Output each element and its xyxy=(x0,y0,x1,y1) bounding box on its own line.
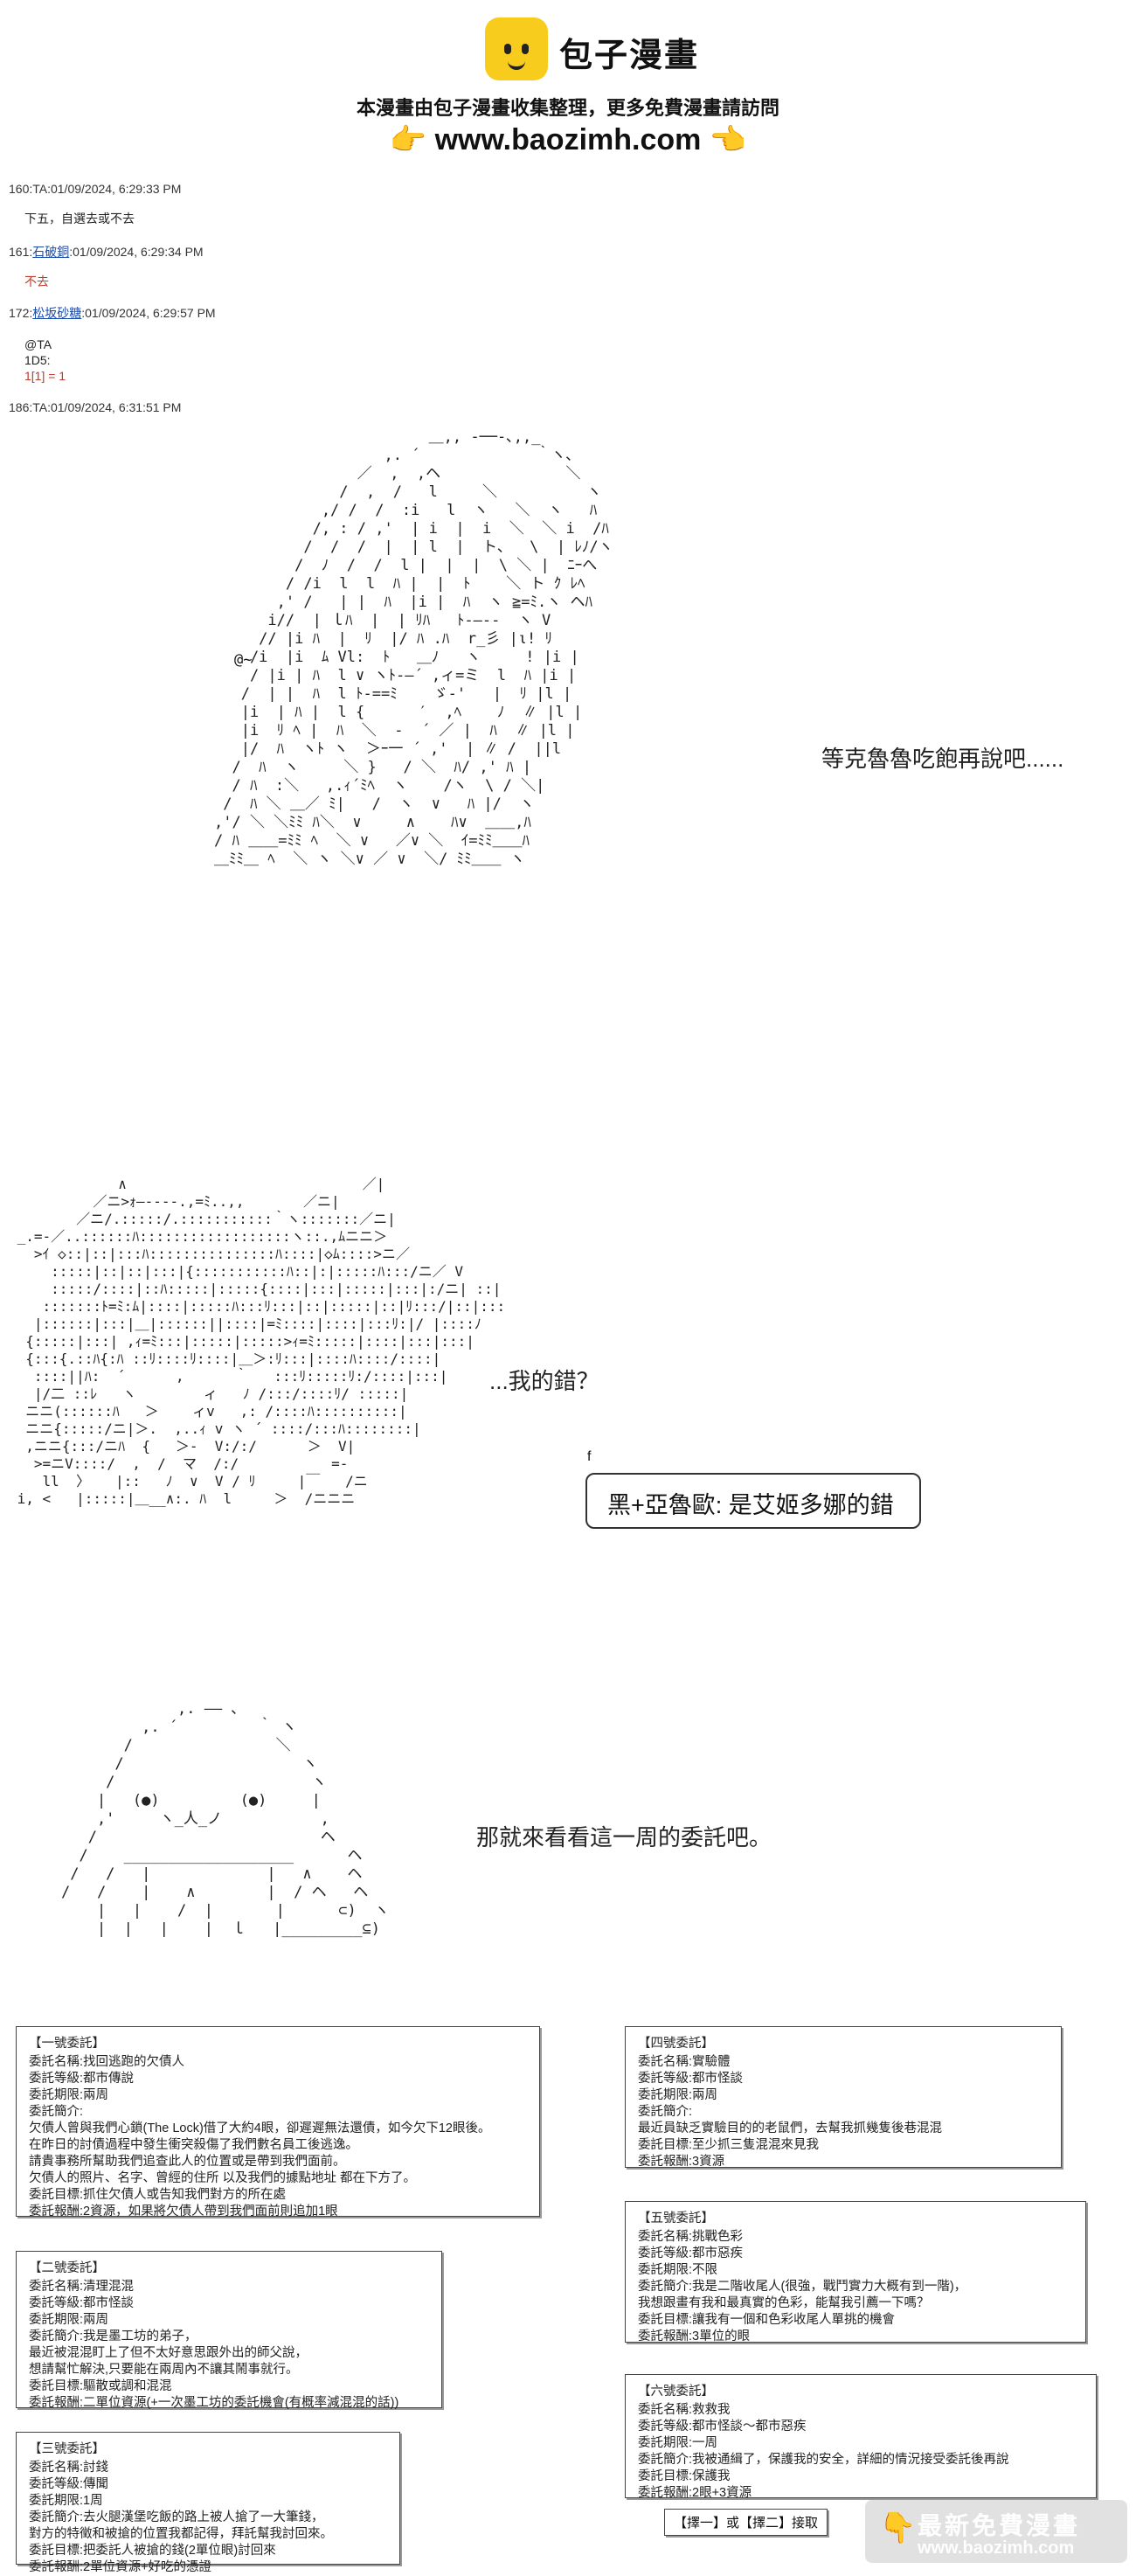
request-line: 委託簡介:我被通緝了，保護我的安全，詳細的情況接受委託後再說 xyxy=(638,2453,1009,2467)
logo-eye-left xyxy=(504,44,511,54)
post-number: 172: xyxy=(9,306,33,320)
request-line: 委託報酬:二單位資源(+一次墨工坊的委託機會(有概率減混混的話)) xyxy=(29,2396,399,2410)
request-line: 最近員缺乏實驗目的的老鼠們，去幫我抓幾隻後巷混混 xyxy=(638,2121,942,2135)
request-line: 委託目標:保護我 xyxy=(638,2469,731,2483)
post-line: @TA xyxy=(24,337,52,351)
request-line: 我想跟畫有我和最真實的色彩，能幫我引薦一下嗎？ xyxy=(638,2296,930,2310)
request-line: 欠債人的照片、名字、曾經的住所 以及我們的據點地址 都在下方了。 xyxy=(29,2171,417,2185)
site-url-link[interactable]: www.baozimh.com xyxy=(434,123,702,156)
request-line: 委託期限:兩周 xyxy=(29,2313,109,2327)
post-header: 172:松坂砂糖:01/09/2024, 6:29:57 PM xyxy=(9,304,216,322)
request-line: 委託簡介: xyxy=(29,2105,84,2119)
request-line: 委託名稱:救救我 xyxy=(638,2403,731,2417)
request-title: 【五號委託】 xyxy=(638,2211,714,2225)
post-body-red: 不去 xyxy=(24,274,49,288)
request-card-3: 【三號委託】 委託名稱:討錢 委託等級:傳聞 委託期限:1周 委託簡介:去火腿漢… xyxy=(16,2432,400,2574)
request-line: 委託目標:抓住欠債人或告知我們對方的所在處 xyxy=(29,2188,287,2202)
baozi-logo-icon xyxy=(485,17,548,80)
request-line: 在昨日的討債過程中發生衝突殺傷了我們數名員工後逃逸。 xyxy=(29,2138,358,2152)
brand-name: 包子漫畫 xyxy=(559,38,700,74)
ascii-art-creature: ,. ―― ､ ,. ´ ｀ ヽ / ＼ / ヽ / ヽ | (●) (●) |… xyxy=(61,1700,390,1938)
site-notice: 本漫畫由包子漫畫收集整理，更多免費漫畫請訪問 xyxy=(356,97,779,119)
post-line: 1D5: xyxy=(24,353,51,367)
watermark: 👇 最新免費漫畫 www.baozimh.com xyxy=(865,2500,1127,2563)
speech-text: 那就來看看這一周的委託吧。 xyxy=(476,1824,772,1850)
request-line: 委託等級:傳聞 xyxy=(29,2477,109,2491)
request-line: 委託期限:兩周 xyxy=(29,2088,109,2102)
request-title: 【四號委託】 xyxy=(638,2037,714,2051)
request-line: 委託報酬:3單位的眼 xyxy=(638,2330,751,2343)
post-time: :01/09/2024, 6:29:34 PM xyxy=(69,245,204,259)
request-line: 委託等級:都市怪談～都市惡疾 xyxy=(638,2420,807,2434)
logo-mouth xyxy=(508,58,525,70)
request-card-1: 【一號委託】 委託名稱:找回逃跑的欠債人 委託等級:都市傳說 委託期限:兩周 委… xyxy=(16,2026,540,2218)
watermark-line1: 最新免費漫畫 xyxy=(918,2512,1081,2539)
request-title: 【六號委託】 xyxy=(638,2385,714,2399)
pointing-hand-icon: 👉 xyxy=(389,123,427,156)
request-card-6: 【六號委託】 委託名稱:救救我 委託等級:都市怪談～都市惡疾 委託期限:一周 委… xyxy=(625,2374,1097,2500)
request-line: 委託報酬:3資源 xyxy=(638,2155,725,2169)
request-line: 委託簡介: xyxy=(638,2105,693,2119)
site-url-row[interactable]: 👉 www.baozimh.com 👈 xyxy=(0,122,1136,157)
request-line: 委託目標:至少抓三隻混混來見我 xyxy=(638,2138,820,2152)
request-line: 委託名稱:清理混混 xyxy=(29,2280,135,2294)
choice-instruction: 【擇一】或【擇二】接取 xyxy=(664,2509,828,2536)
request-line: 委託等級:都市怪談 xyxy=(638,2072,744,2086)
request-line: 最近被混混盯上了但不太好意思跟外出的師父說， xyxy=(29,2346,308,2360)
request-line: 委託目標:驅散或調和混混 xyxy=(29,2379,172,2393)
watermark-line2: www.baozimh.com xyxy=(918,2538,1075,2558)
request-line: 委託報酬:2單位資源+好吃的憑證 xyxy=(29,2560,212,2574)
request-line: 委託報酬:2資源，如果將欠債人帶到我們面前則追加1眼 xyxy=(29,2205,338,2218)
request-line: 請貴事務所幫助我們追查此人的位置或是帶到我們面前。 xyxy=(29,2155,346,2169)
request-line: 委託名稱:討錢 xyxy=(29,2461,109,2475)
request-line: 委託等級:都市傳說 xyxy=(29,2072,135,2086)
request-line: 對方的特徵和被搶的位置我都記得，拜託幫我討回來。 xyxy=(29,2527,333,2541)
speech-bubble-text: 黑+亞魯歐: 是艾姬多娜的錯 xyxy=(607,1492,894,1518)
request-line: 委託目標:把委託人被搶的錢(2單位眼)討回來 xyxy=(29,2544,276,2558)
speech-bubble xyxy=(585,1473,921,1529)
request-line: 委託報酬:2眼+3資源 xyxy=(638,2486,752,2500)
request-line: 委託等級:都市怪談 xyxy=(29,2296,135,2310)
bubble-tag: f xyxy=(587,1449,592,1464)
ascii-art-hat-girl: ∧ ／| ／ニ>ｫ―‐-‐-.,=ﾐ..,, ／ニ| ／ニ/.:::::/.::… xyxy=(17,1176,506,1507)
post-time: :01/09/2024, 6:29:57 PM xyxy=(81,306,216,320)
request-line: 委託期限:兩周 xyxy=(638,2088,718,2102)
request-line: 委託期限:一周 xyxy=(638,2436,718,2450)
request-line: 想請幫忙解決,只要能在兩周內不讓其鬧事就行。 xyxy=(29,2363,299,2377)
pointing-hand-icon: 👇 xyxy=(879,2511,917,2545)
post-header: 161:石破銅:01/09/2024, 6:29:34 PM xyxy=(9,243,204,260)
dice-result: 1[1] = 1 xyxy=(24,369,66,383)
post-header: 186:TA:01/09/2024, 6:31:51 PM xyxy=(9,400,182,414)
post-number: 161: xyxy=(9,245,33,259)
poster-name-link[interactable]: 石破銅 xyxy=(32,245,70,259)
speech-text: 等克魯魯吃飽再說吧...... xyxy=(821,746,1064,772)
request-line: 委託等級:都市惡疾 xyxy=(638,2246,744,2260)
poster-name-link[interactable]: 松坂砂糖 xyxy=(32,306,82,320)
request-card-4: 【四號委託】 委託名稱:實驗體 委託等級:都市怪談 委託期限:兩周 委託簡介: … xyxy=(625,2026,1062,2169)
logo-eye-right xyxy=(522,44,529,54)
pointing-hand-icon: 👈 xyxy=(709,123,747,156)
request-title: 【二號委託】 xyxy=(29,2261,105,2275)
request-title: 【三號委託】 xyxy=(29,2442,105,2456)
ascii-art-girl: ＿,, -──-､,,_ ,. ´ ｀ヽ､ ／ , ,ヘ ＼ / , / l ＼… xyxy=(214,428,613,868)
request-line: 委託期限:不限 xyxy=(638,2263,718,2277)
speech-text: ...我的錯？ xyxy=(489,1368,599,1394)
request-line: 委託簡介:去火腿漢堡吃飯的路上被人搶了一大筆錢， xyxy=(29,2510,324,2524)
ascii-art-tag: @~ xyxy=(234,651,253,669)
request-line: 委託簡介:我是墨工坊的弟子， xyxy=(29,2330,197,2343)
request-card-5: 【五號委託】 委託名稱:挑戰色彩 委託等級:都市惡疾 委託期限:不限 委託簡介:… xyxy=(625,2201,1086,2343)
request-line: 委託名稱:挑戰色彩 xyxy=(638,2230,744,2244)
request-card-2: 【二號委託】 委託名稱:清理混混 委託等級:都市怪談 委託期限:兩周 委託簡介:… xyxy=(16,2251,442,2410)
request-line: 委託目標:讓我有一個和色彩收尾人單挑的機會 xyxy=(638,2313,896,2327)
request-line: 委託簡介:我是二階收尾人(很強，戰鬥實力大概有到一階)， xyxy=(638,2280,967,2294)
request-title: 【一號委託】 xyxy=(29,2037,105,2051)
post-body: 下五，自選去或不去 xyxy=(24,212,135,226)
post-header: 160:TA:01/09/2024, 6:29:33 PM xyxy=(9,182,182,196)
request-line: 委託期限:1周 xyxy=(29,2494,103,2508)
request-line: 欠債人曾與我們心鎖(The Lock)借了大約4眼，卻遲遲無法還債，如今欠下12… xyxy=(29,2121,491,2135)
request-line: 委託名稱:找回逃跑的欠債人 xyxy=(29,2055,185,2069)
request-line: 委託名稱:實驗體 xyxy=(638,2055,731,2069)
